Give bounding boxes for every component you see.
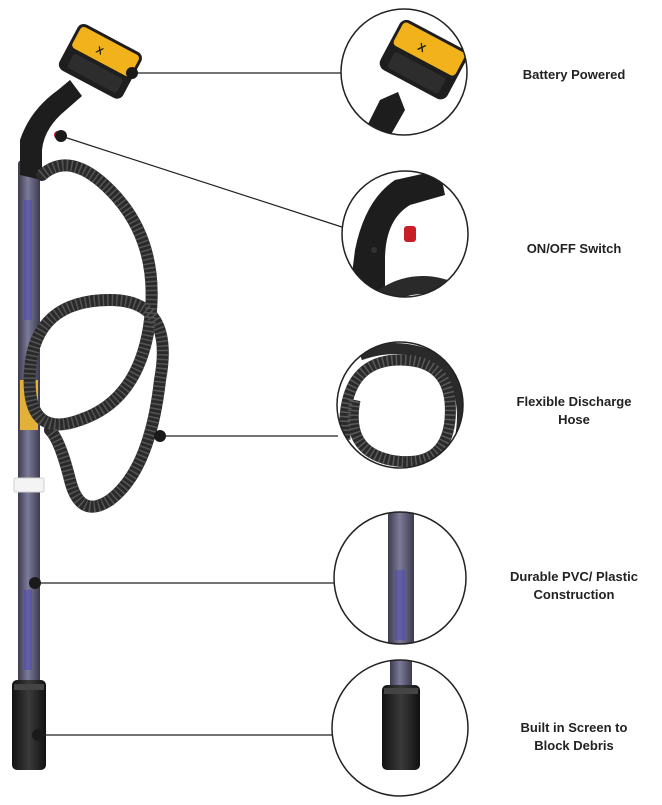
feature-label-line: Durable PVC/ Plastic — [510, 569, 638, 584]
screen-cap-ring — [14, 684, 44, 690]
callout-dot — [55, 130, 67, 142]
feature-label-screen: Built in Screen to Block Debris — [499, 719, 649, 755]
feature-label-battery: Battery Powered — [499, 66, 649, 84]
pump-product: X — [12, 23, 169, 770]
callout-connectors — [35, 72, 346, 736]
callout-dot — [154, 430, 166, 442]
zoom-circle-battery: X — [340, 8, 468, 136]
coiled-hose — [23, 159, 169, 513]
zoom-circle-pipe — [333, 511, 467, 645]
zoom-circle-hose — [336, 341, 464, 469]
zoom-circle-screen — [331, 659, 469, 797]
pipe-print — [24, 200, 32, 320]
zoom-circle-switch — [341, 170, 469, 298]
callout-dot — [29, 577, 41, 589]
screen-cap — [12, 680, 46, 770]
callout-dot — [32, 729, 44, 741]
feature-label-line: Built in Screen to — [520, 720, 628, 735]
feature-label-line: Battery Powered — [522, 67, 626, 82]
feature-label-line: Flexible Discharge — [516, 394, 632, 409]
coiled-hose-ribs — [23, 159, 169, 513]
feature-label-switch: ON/OFF Switch — [499, 240, 649, 258]
feature-label-pipe: Durable PVC/ Plastic Construction — [499, 568, 649, 604]
feature-label-line: Construction — [533, 587, 615, 602]
battery-pack: X — [58, 23, 142, 99]
feature-label-hose: Flexible Discharge Hose — [499, 393, 649, 429]
callout-dot — [126, 67, 138, 79]
feature-label-line: Hose — [558, 412, 590, 427]
callout-dots — [29, 67, 166, 741]
handle — [20, 80, 82, 180]
svg-text:X: X — [94, 45, 105, 58]
feature-label-line: Block Debris — [534, 738, 614, 753]
pipe-clip — [13, 477, 45, 493]
feature-label-line: ON/OFF Switch — [526, 241, 622, 256]
connector-line — [60, 135, 346, 229]
pipe-print — [24, 590, 32, 670]
